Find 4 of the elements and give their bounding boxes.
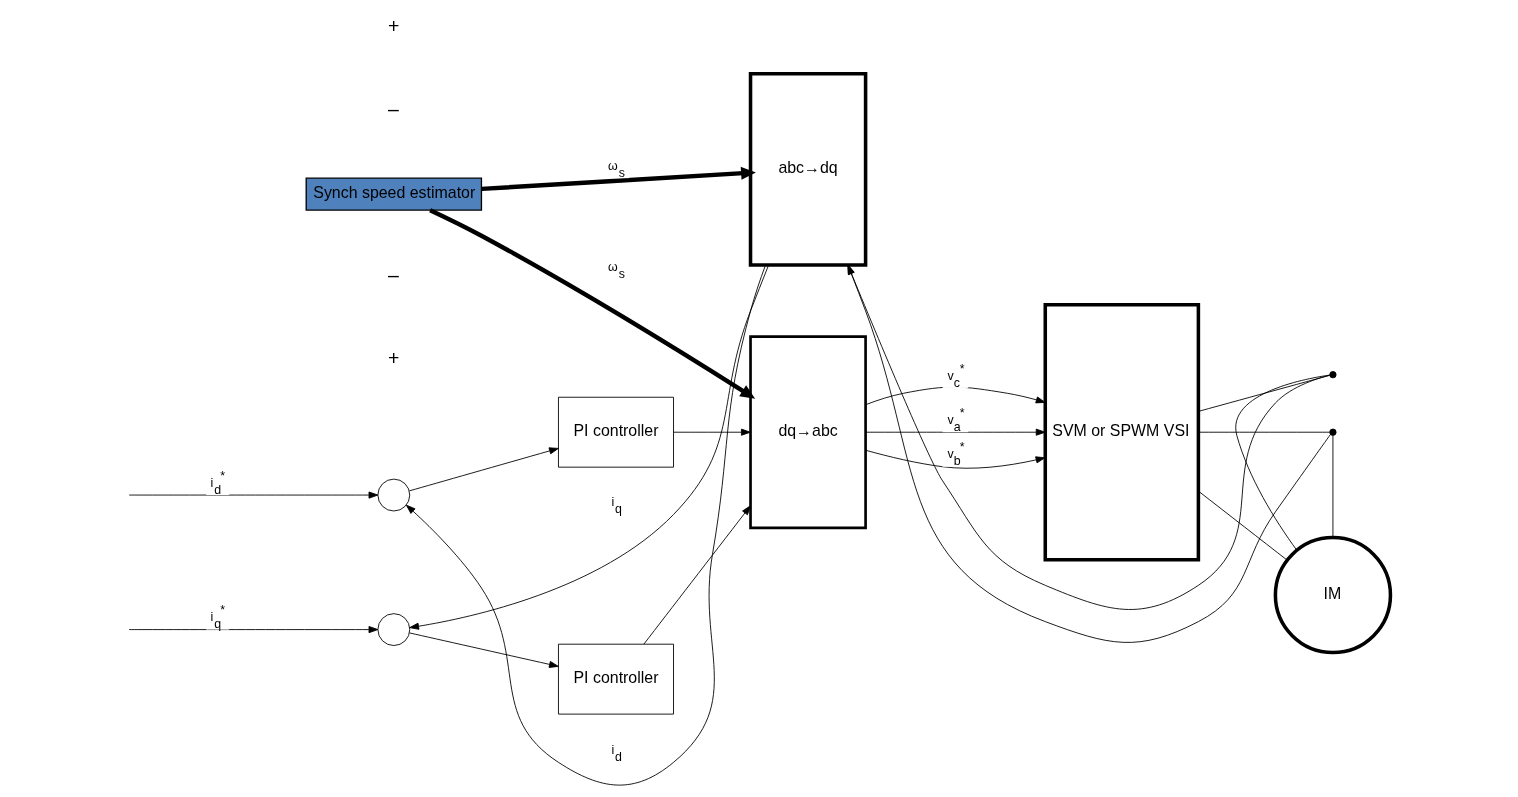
- label: –: [387, 264, 399, 287]
- label: +: [387, 347, 399, 370]
- label: +: [387, 14, 399, 37]
- label: –: [387, 97, 399, 120]
